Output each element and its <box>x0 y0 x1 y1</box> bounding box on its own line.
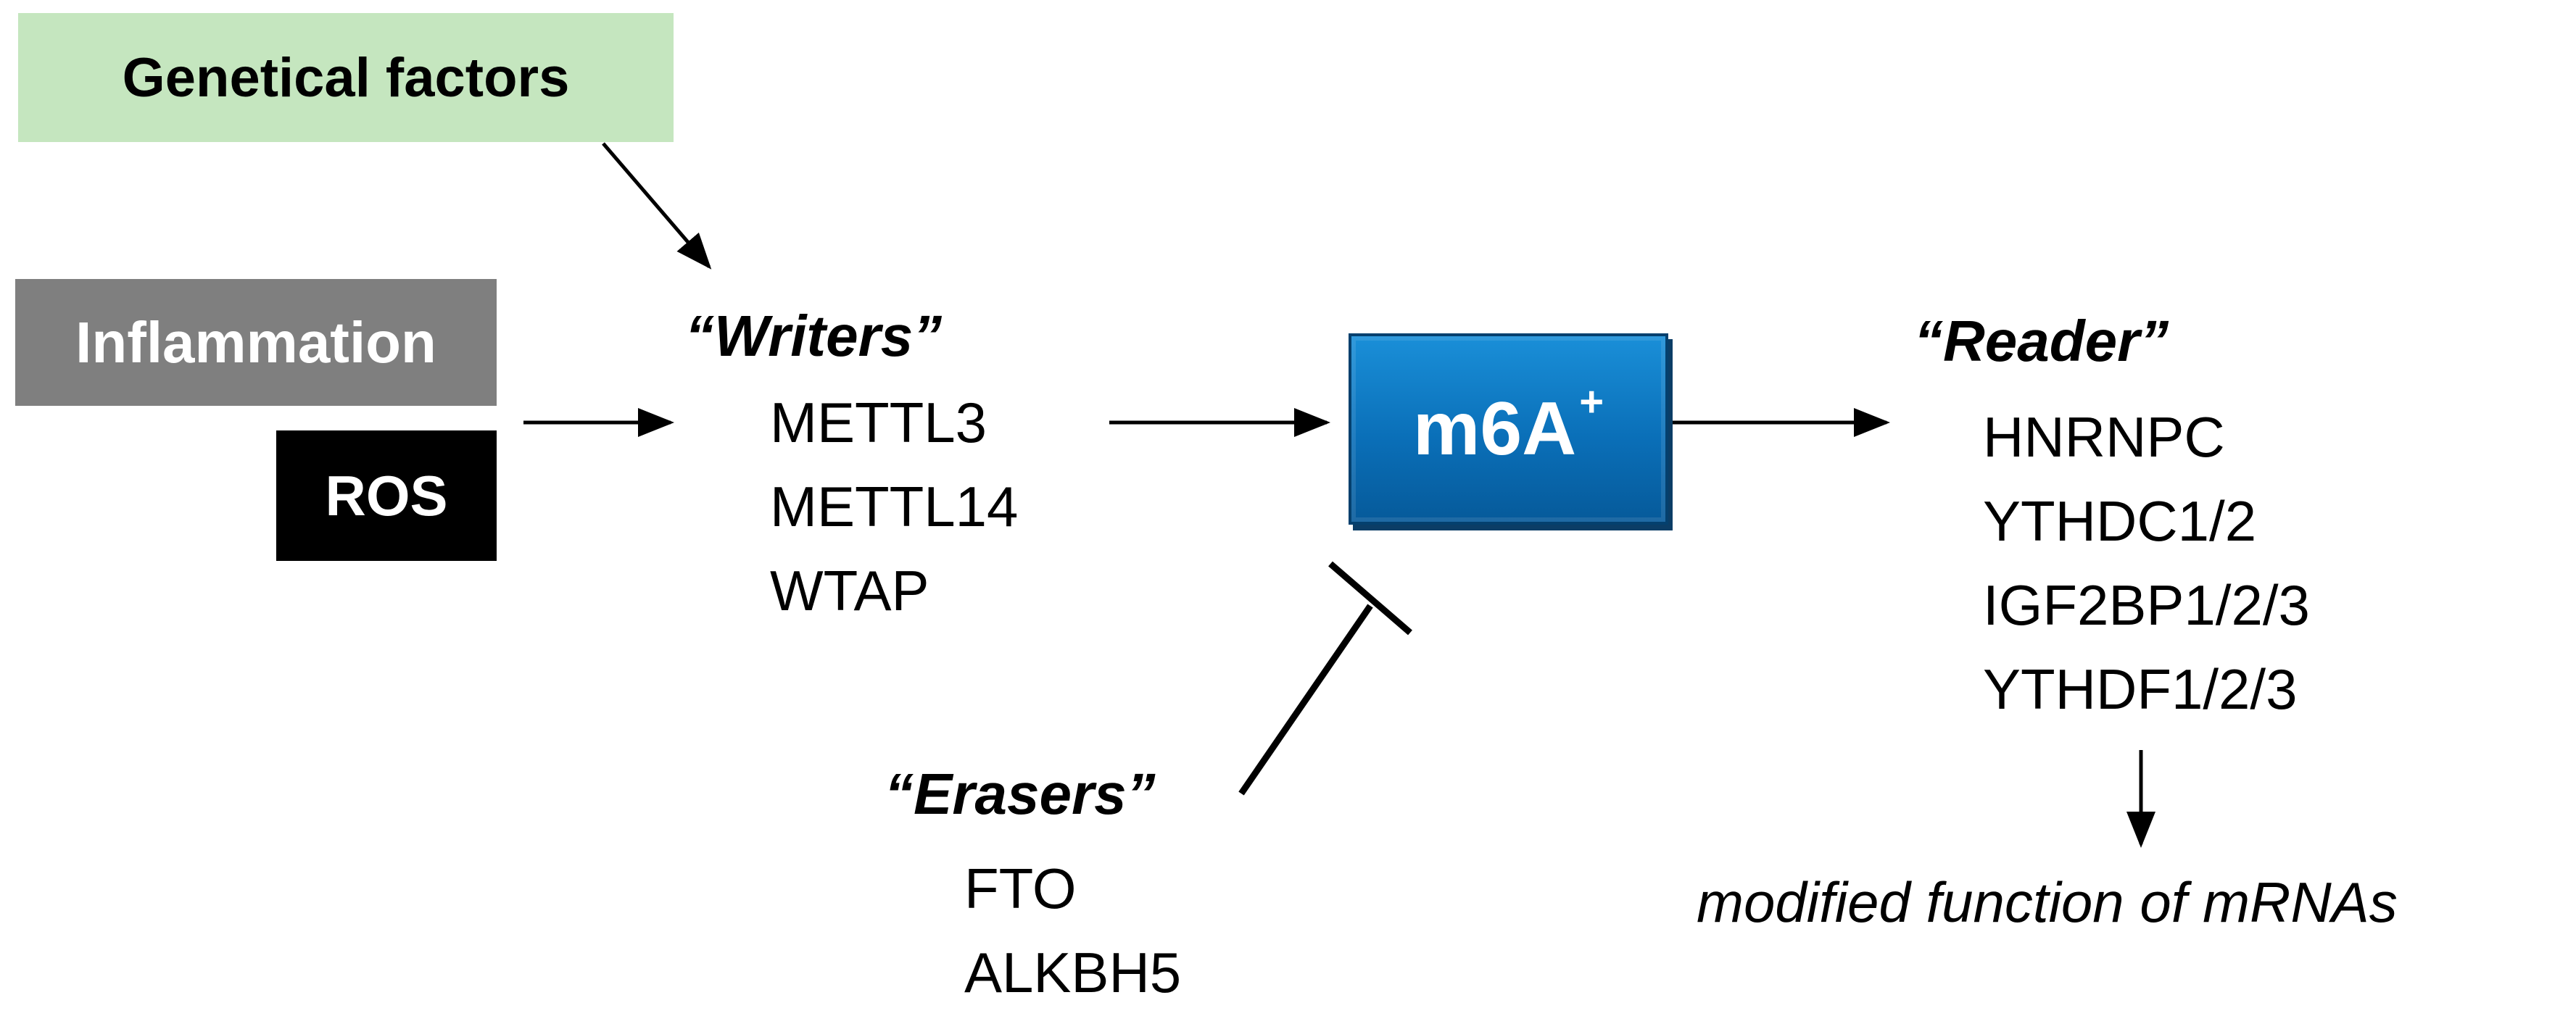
erasers-heading: “Erasers” <box>885 762 1156 826</box>
writer-item: METTL3 <box>770 391 987 454</box>
writer-item: WTAP <box>770 559 929 622</box>
writers-list: METTL3 METTL14 WTAP <box>770 380 1018 633</box>
eraser-item: ALKBH5 <box>964 941 1182 1004</box>
inflammation-box: Inflammation <box>15 279 497 406</box>
ros-box: ROS <box>276 430 497 561</box>
genetical-factors-box: Genetical factors <box>18 13 674 142</box>
writers-heading: “Writers” <box>685 304 943 368</box>
reader-item: HNRNPC <box>1983 405 2225 469</box>
ros-label: ROS <box>325 463 448 528</box>
m6a-superscript: + <box>1579 378 1604 425</box>
reader-item: YTHDC1/2 <box>1983 489 2257 553</box>
m6a-label: m6A <box>1412 386 1577 471</box>
m6a-box: m6A+ <box>1349 333 1668 525</box>
reader-item: YTHDF1/2/3 <box>1983 657 2298 721</box>
inflammation-label: Inflammation <box>75 309 436 375</box>
erasers-list: FTO ALKBH5 <box>964 846 1181 1015</box>
arrow-genetic-to-writers <box>602 142 712 270</box>
outcome-label: modified function of mRNAs <box>1697 870 2398 934</box>
reader-item: IGF2BP1/2/3 <box>1983 573 2310 637</box>
readers-heading: “Reader” <box>1914 309 2169 373</box>
writer-item: METTL14 <box>770 475 1019 538</box>
readers-list: HNRNPC YTHDC1/2 IGF2BP1/2/3 YTHDF1/2/3 <box>1983 395 2310 731</box>
genetical-factors-label: Genetical factors <box>122 46 570 109</box>
inhibition-erasers-to-m6a <box>1238 561 1412 796</box>
eraser-item: FTO <box>964 857 1077 920</box>
